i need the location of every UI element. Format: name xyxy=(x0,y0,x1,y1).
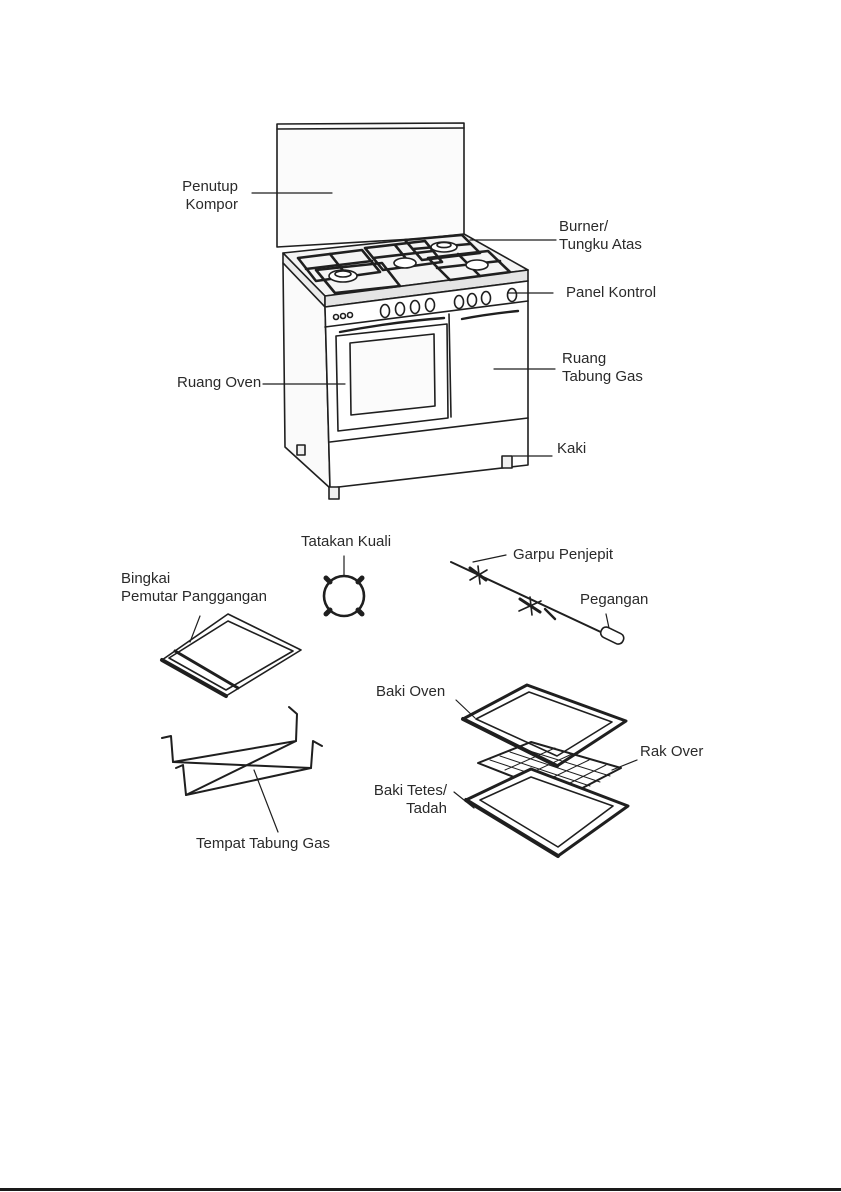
label-rak-over-text: Rak Over xyxy=(640,743,703,761)
label-baki-oven-text: Baki Oven xyxy=(376,683,445,701)
label-ruang-tabung-gas-line2: Tabung Gas xyxy=(562,368,643,386)
label-baki-oven: Baki Oven xyxy=(376,683,445,701)
label-burner-line2: Tungku Atas xyxy=(559,236,642,254)
label-baki-tetes: Baki Tetes/ Tadah xyxy=(355,782,447,818)
label-ruang-oven-text: Ruang Oven xyxy=(177,374,261,392)
label-ruang-oven: Ruang Oven xyxy=(177,374,261,392)
label-panel-kontrol: Panel Kontrol xyxy=(566,284,656,302)
label-pegangan: Pegangan xyxy=(580,591,648,609)
label-penutup-kompor-line1: Penutup xyxy=(160,178,238,196)
label-ruang-tabung-gas-line1: Ruang xyxy=(562,350,643,368)
cylinder-holder-illustration xyxy=(162,707,322,832)
label-tempat-tabung-gas-text: Tempat Tabung Gas xyxy=(196,835,330,853)
label-baki-tetes-line1: Baki Tetes/ xyxy=(355,782,447,800)
label-pegangan-text: Pegangan xyxy=(580,591,648,609)
label-panel-kontrol-text: Panel Kontrol xyxy=(566,284,656,302)
label-bingkai-line2: Pemutar Panggangan xyxy=(121,588,267,606)
label-bingkai: Bingkai Pemutar Panggangan xyxy=(121,570,267,606)
stove-illustration xyxy=(277,123,528,499)
label-kaki: Kaki xyxy=(557,440,586,458)
label-bingkai-line1: Bingkai xyxy=(121,570,267,588)
bottom-border xyxy=(0,1188,841,1191)
label-ruang-tabung-gas: Ruang Tabung Gas xyxy=(562,350,643,386)
drip-tray-illustration xyxy=(454,769,628,856)
rotisserie-frame-illustration xyxy=(162,614,301,696)
wok-ring-illustration xyxy=(324,556,364,616)
label-tatakan-kuali-text: Tatakan Kuali xyxy=(301,533,391,551)
label-burner: Burner/ Tungku Atas xyxy=(559,218,642,254)
label-garpu-penjepit-text: Garpu Penjepit xyxy=(513,546,613,564)
stove-lid xyxy=(277,123,464,247)
label-garpu-penjepit: Garpu Penjepit xyxy=(513,546,613,564)
label-burner-line1: Burner/ xyxy=(559,218,642,236)
label-penutup-kompor: Penutup Kompor xyxy=(160,178,238,214)
label-rak-over: Rak Over xyxy=(640,743,703,761)
label-penutup-kompor-line2: Kompor xyxy=(160,196,238,214)
label-tempat-tabung-gas: Tempat Tabung Gas xyxy=(196,835,330,853)
label-tatakan-kuali: Tatakan Kuali xyxy=(301,533,391,551)
label-baki-tetes-line2: Tadah xyxy=(355,800,447,818)
label-kaki-text: Kaki xyxy=(557,440,586,458)
